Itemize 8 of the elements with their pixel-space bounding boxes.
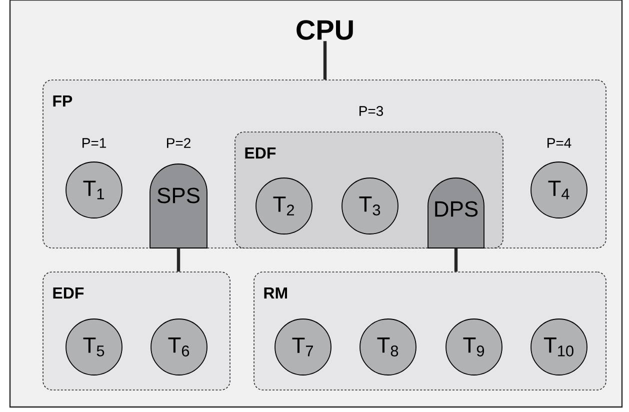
connector-line xyxy=(323,41,327,80)
heading: CPU xyxy=(296,20,353,40)
priority-label: P=2 xyxy=(167,138,190,148)
priority-label: P=4 xyxy=(548,138,572,148)
priority-label: P=3 xyxy=(360,106,384,116)
priority-label: P=1 xyxy=(82,138,106,148)
connector-line xyxy=(176,248,180,272)
connector-line xyxy=(454,248,458,272)
